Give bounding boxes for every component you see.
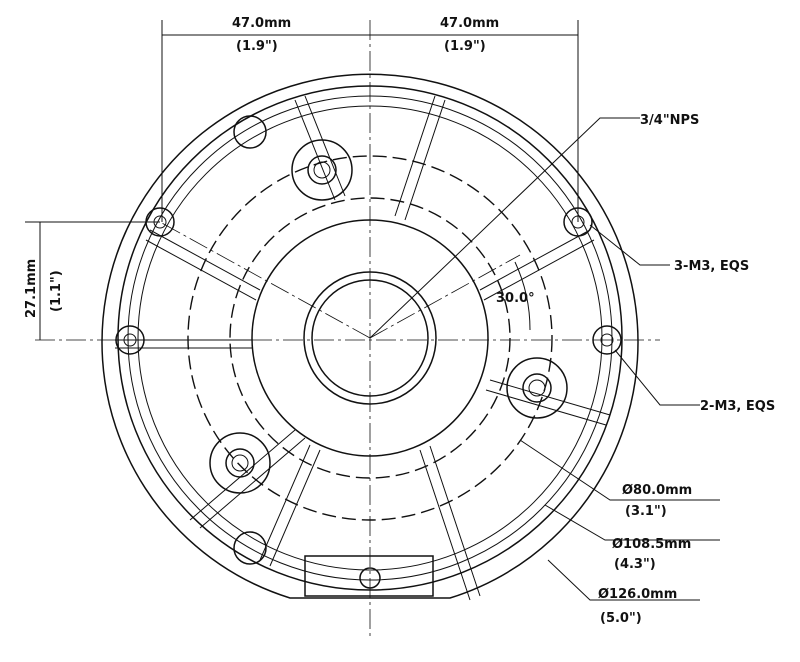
dimension-lines: [25, 20, 720, 601]
dia-80-mm: Ø80.0mm: [622, 483, 692, 498]
mount-holes: [115, 115, 622, 589]
diameter-80-circle: [229, 197, 511, 479]
mount-hole-icon: [291, 139, 353, 201]
dia-80-in: (3.1"): [625, 504, 667, 519]
dia-108-mm: Ø108.5mm: [612, 537, 691, 552]
screw-hole-icon: [233, 115, 381, 589]
ribs: [115, 95, 611, 601]
labels: 47.0mm (1.9") 47.0mm (1.9") 27.1mm (1.1"…: [24, 16, 775, 626]
dia-126-in: (5.0"): [600, 611, 642, 626]
angle-label: 30.0°: [496, 291, 535, 306]
callout-three-m3: 3-M3, EQS: [674, 259, 749, 274]
mount-hole-icon: [209, 432, 271, 494]
dim-top-left-mm: 47.0mm: [232, 16, 291, 31]
dia-108-in: (4.3"): [614, 557, 656, 572]
mount-hole-icon: [506, 357, 568, 419]
dia-126-mm: Ø126.0mm: [598, 587, 677, 602]
callout-conduit: 3/4"NPS: [640, 113, 699, 128]
dim-top-right-in: (1.9"): [444, 39, 486, 54]
callout-two-m3: 2-M3, EQS: [700, 399, 775, 414]
dim-left-in: (1.1"): [49, 270, 64, 312]
dim-top-right-mm: 47.0mm: [440, 16, 499, 31]
centerlines: [35, 20, 660, 640]
dim-left-mm: 27.1mm: [24, 259, 39, 318]
dim-top-left-in: (1.9"): [236, 39, 278, 54]
